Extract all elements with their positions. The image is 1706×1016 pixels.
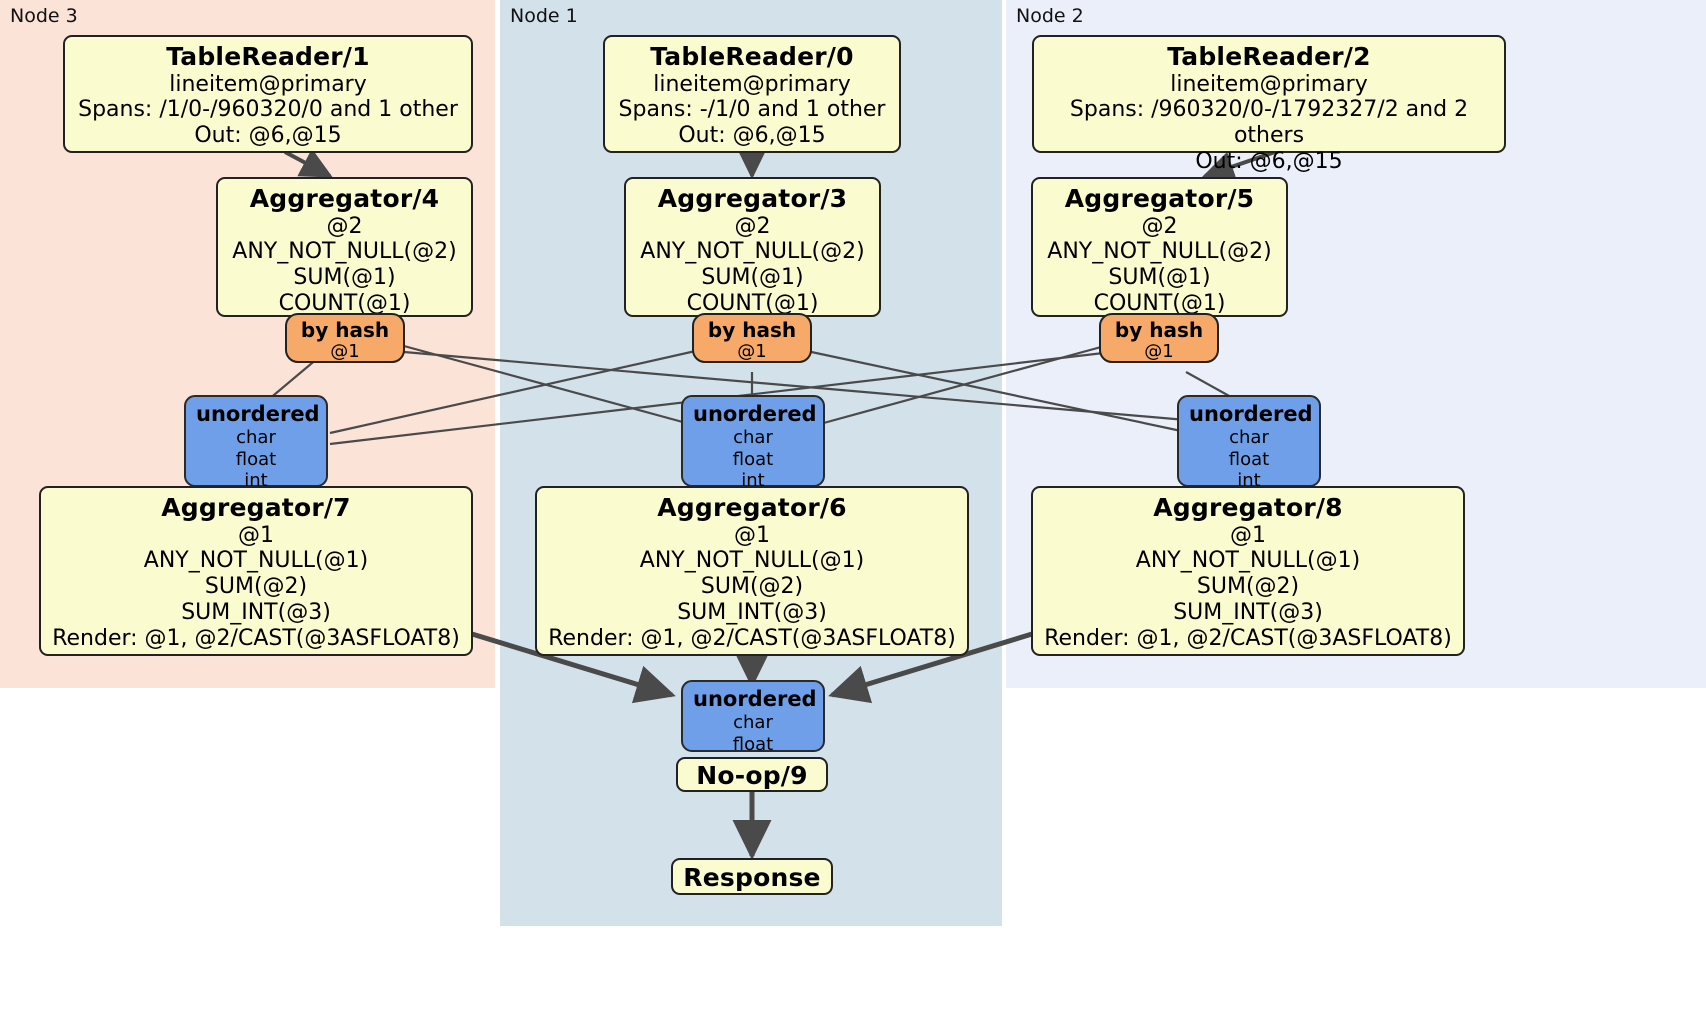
processor-title: TableReader/2 xyxy=(1167,42,1371,71)
processor-tablereader1[interactable]: TableReader/1 lineitem@primary Spans: /1… xyxy=(63,35,473,153)
processor-line: @2 xyxy=(326,213,363,239)
router-hash-left[interactable]: by hash @1 xyxy=(285,313,405,363)
processor-line: @2 xyxy=(1141,213,1178,239)
processor-title: Aggregator/4 xyxy=(249,184,440,213)
node-panel-label-node1: Node 1 xyxy=(510,5,578,27)
processor-aggregator7[interactable]: Aggregator/7 @1 ANY_NOT_NULL(@1) SUM(@2)… xyxy=(39,486,473,656)
processor-tablereader2[interactable]: TableReader/2 lineitem@primary Spans: /9… xyxy=(1032,35,1506,174)
processor-line: Render: @1, @2/CAST(@3ASFLOAT8) xyxy=(1044,626,1452,652)
processor-title: Aggregator/3 xyxy=(657,184,848,213)
synchronizer-title: unordered xyxy=(196,402,320,426)
synchronizer-line: float xyxy=(732,448,774,470)
synchronizer-unordered-center[interactable]: unordered char float int xyxy=(681,395,825,491)
processor-line: ANY_NOT_NULL(@1) xyxy=(143,548,369,574)
processor-tablereader0[interactable]: TableReader/0 lineitem@primary Spans: -/… xyxy=(603,35,901,153)
router-title: by hash xyxy=(1114,318,1204,342)
processor-line: lineitem@primary xyxy=(169,71,367,97)
router-line: @1 xyxy=(737,341,767,362)
processor-line: SUM_INT(@3) xyxy=(677,600,827,626)
processor-line: SUM(@2) xyxy=(700,574,804,600)
processor-line: COUNT(@1) xyxy=(1093,291,1226,317)
processor-line: SUM(@1) xyxy=(701,265,804,291)
processor-line: SUM(@1) xyxy=(293,265,396,291)
processor-line: Render: @1, @2/CAST(@3ASFLOAT8) xyxy=(52,626,460,652)
synchronizer-line: char xyxy=(733,712,773,734)
processor-line: Render: @1, @2/CAST(@3ASFLOAT8) xyxy=(548,626,956,652)
synchronizer-line: char xyxy=(1229,427,1269,449)
router-line: @1 xyxy=(330,341,360,362)
processor-line: SUM_INT(@3) xyxy=(1173,600,1323,626)
processor-line: COUNT(@1) xyxy=(686,291,819,317)
processor-noop9[interactable]: No-op/9 xyxy=(676,757,828,792)
processor-line: SUM(@1) xyxy=(1108,265,1211,291)
router-hash-right[interactable]: by hash @1 xyxy=(1099,313,1219,363)
processor-line: ANY_NOT_NULL(@2) xyxy=(232,239,457,265)
router-title: by hash xyxy=(707,318,797,342)
processor-line: lineitem@primary xyxy=(1170,71,1368,97)
processor-aggregator8[interactable]: Aggregator/8 @1 ANY_NOT_NULL(@1) SUM(@2)… xyxy=(1031,486,1465,656)
synchronizer-unordered-right[interactable]: unordered char float int xyxy=(1177,395,1321,491)
processor-title: Aggregator/7 xyxy=(161,493,351,522)
synchronizer-title: unordered xyxy=(693,402,817,426)
processor-line: Out: @6,@15 xyxy=(194,123,342,149)
router-line: @1 xyxy=(1144,341,1174,362)
processor-line: ANY_NOT_NULL(@2) xyxy=(640,239,865,265)
processor-line: SUM(@2) xyxy=(204,574,308,600)
processor-aggregator6[interactable]: Aggregator/6 @1 ANY_NOT_NULL(@1) SUM(@2)… xyxy=(535,486,969,656)
processor-aggregator5[interactable]: Aggregator/5 @2 ANY_NOT_NULL(@2) SUM(@1)… xyxy=(1031,177,1288,317)
processor-line: @1 xyxy=(734,522,770,548)
router-title: by hash xyxy=(300,318,390,342)
processor-line: lineitem@primary xyxy=(653,71,851,97)
synchronizer-title: unordered xyxy=(1189,402,1313,426)
processor-line: COUNT(@1) xyxy=(278,291,411,317)
synchronizer-line: float xyxy=(235,448,277,470)
processor-line: @1 xyxy=(1230,522,1266,548)
processor-line: Out: @6,@15 xyxy=(678,123,826,149)
processor-aggregator4[interactable]: Aggregator/4 @2 ANY_NOT_NULL(@2) SUM(@1)… xyxy=(216,177,473,317)
processor-line: SUM(@2) xyxy=(1196,574,1300,600)
processor-line: ANY_NOT_NULL(@2) xyxy=(1047,239,1272,265)
synchronizer-line: char xyxy=(236,427,276,449)
synchronizer-line: char xyxy=(733,427,773,449)
processor-line: @2 xyxy=(734,213,771,239)
processor-line: @1 xyxy=(238,522,274,548)
processor-title: Aggregator/8 xyxy=(1153,493,1343,522)
processor-line: Spans: /1/0-/960320/0 and 1 other xyxy=(78,97,458,123)
processor-line: Spans: -/1/0 and 1 other xyxy=(618,97,886,123)
processor-line: ANY_NOT_NULL(@1) xyxy=(1135,548,1361,574)
processor-title: Aggregator/6 xyxy=(657,493,847,522)
synchronizer-unordered-left[interactable]: unordered char float int xyxy=(184,395,328,491)
processor-title: Response xyxy=(683,863,821,892)
synchronizer-line: float xyxy=(732,733,774,755)
processor-line: Spans: /960320/0-/1792327/2 and 2 others xyxy=(1069,97,1469,149)
processor-title: Aggregator/5 xyxy=(1064,184,1255,213)
processor-line: Out: @6,@15 xyxy=(1195,149,1343,175)
processor-title: No-op/9 xyxy=(696,761,808,790)
processor-line: ANY_NOT_NULL(@1) xyxy=(639,548,865,574)
synchronizer-line: float xyxy=(1228,448,1270,470)
processor-aggregator3[interactable]: Aggregator/3 @2 ANY_NOT_NULL(@2) SUM(@1)… xyxy=(624,177,881,317)
processor-title: TableReader/1 xyxy=(166,42,370,71)
processor-line: SUM_INT(@3) xyxy=(181,600,331,626)
processor-title: TableReader/0 xyxy=(650,42,854,71)
node-panel-label-node3: Node 3 xyxy=(10,5,78,27)
processor-response[interactable]: Response xyxy=(671,858,833,895)
synchronizer-title: unordered xyxy=(693,687,817,711)
node-panel-label-node2: Node 2 xyxy=(1016,5,1084,27)
router-hash-center[interactable]: by hash @1 xyxy=(692,313,812,363)
synchronizer-unordered-final[interactable]: unordered char float xyxy=(681,680,825,755)
